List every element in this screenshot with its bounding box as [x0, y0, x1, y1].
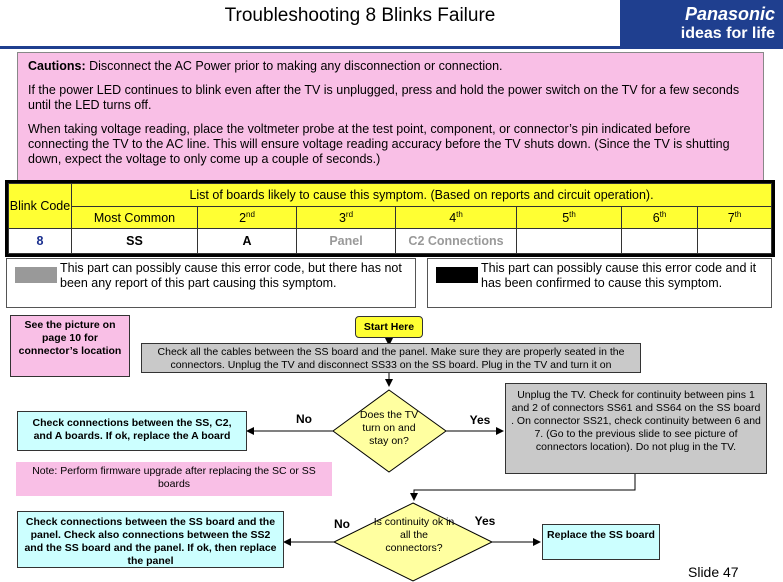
column-suffix: rd	[345, 209, 354, 219]
action-check-ss-panel: Check connections between the SS board a…	[17, 511, 284, 568]
legend-gray: This part can possibly cause this error …	[6, 258, 416, 308]
action-replace-ss: Replace the SS board	[542, 524, 660, 560]
column-header-6th: 6th	[621, 206, 698, 229]
caution-label: Cautions:	[28, 59, 86, 73]
column-suffix: th	[456, 209, 463, 219]
page-title: Troubleshooting 8 Blinks Failure	[224, 5, 496, 26]
column-label: 4	[449, 211, 457, 226]
arrow-to-decision2	[410, 474, 636, 501]
decision-diamond-2	[332, 502, 494, 582]
firmware-note: Note: Perform firmware upgrade after rep…	[16, 462, 332, 496]
cell-4th: C2 Connections	[395, 228, 517, 254]
caution-box: Cautions: Disconnect the AC Power prior …	[17, 52, 764, 182]
decision-2-text: Is continuity ok in all the connectors?	[373, 516, 455, 554]
legend-black-text: This part can possibly cause this error …	[481, 261, 757, 290]
cell-7th	[697, 228, 772, 254]
column-header-7th: 7th	[697, 206, 772, 229]
boards-list-header: List of boards likely to cause this symp…	[71, 183, 772, 207]
gray-swatch	[15, 267, 57, 283]
column-label: Most Common	[93, 210, 176, 225]
column-suffix: th	[734, 209, 742, 219]
header-divider	[0, 46, 783, 49]
column-suffix: nd	[246, 209, 255, 219]
cell-3rd: Panel	[296, 228, 396, 254]
step-check-cables: Check all the cables between the SS boar…	[141, 343, 641, 373]
column-header-most-common: Most Common	[71, 206, 198, 229]
column-label: 6	[652, 211, 660, 226]
caution-text-2: If the power LED continues to blink even…	[28, 83, 740, 112]
decision-diamond-1	[332, 389, 447, 473]
cell-2nd: A	[197, 228, 297, 254]
action-check-ss-c2-a: Check connections between the SS, C2, an…	[17, 411, 247, 451]
column-label: 3	[338, 211, 346, 226]
blink-code-table: Blink Code List of boards likely to caus…	[5, 180, 775, 257]
brand-name: Panasonic	[684, 4, 775, 24]
caution-text-3: When taking voltage reading, place the v…	[28, 122, 730, 166]
step-continuity-check: Unplug the TV. Check for continuity betw…	[505, 383, 767, 474]
column-label: 5	[562, 211, 570, 226]
brand-tagline: ideas for life	[680, 25, 775, 42]
blink-code-header-text: Blink Code	[9, 199, 71, 213]
slide-number: Slide 47	[688, 564, 739, 580]
blink-code-value: 8	[8, 228, 72, 254]
decision-1-no-label: No	[296, 412, 312, 426]
decision-1-yes-label: Yes	[469, 413, 491, 427]
table-row: 8 SS A Panel C2 Connections	[8, 228, 772, 254]
decision-2-no-label: No	[334, 517, 350, 531]
blink-code-header: Blink Code	[8, 183, 72, 229]
cell-5th	[516, 228, 622, 254]
column-header-3rd: 3rd	[296, 206, 396, 229]
column-label: 7	[727, 211, 735, 226]
start-here: Start Here	[355, 316, 423, 338]
legend-gray-text: This part can possibly cause this error …	[60, 261, 402, 290]
caution-line-1: Cautions: Disconnect the AC Power prior …	[28, 59, 753, 74]
picture-note: See the picture on page 10 for connector…	[10, 315, 130, 377]
column-suffix: th	[569, 209, 576, 219]
cell-most-common: SS	[71, 228, 198, 254]
legend-black: This part can possibly cause this error …	[427, 258, 772, 308]
black-swatch	[436, 267, 478, 283]
decision-1-text: Does the TV turn on and stay on?	[359, 409, 419, 447]
caution-text-1: Disconnect the AC Power prior to making …	[85, 59, 503, 73]
column-suffix: th	[659, 209, 667, 219]
decision-2-yes-label: Yes	[474, 514, 496, 528]
column-header-5th: 5th	[516, 206, 622, 229]
column-header-2nd: 2nd	[197, 206, 297, 229]
column-label: 2	[239, 211, 247, 226]
panasonic-logo: Panasonic ideas for life	[620, 0, 783, 46]
